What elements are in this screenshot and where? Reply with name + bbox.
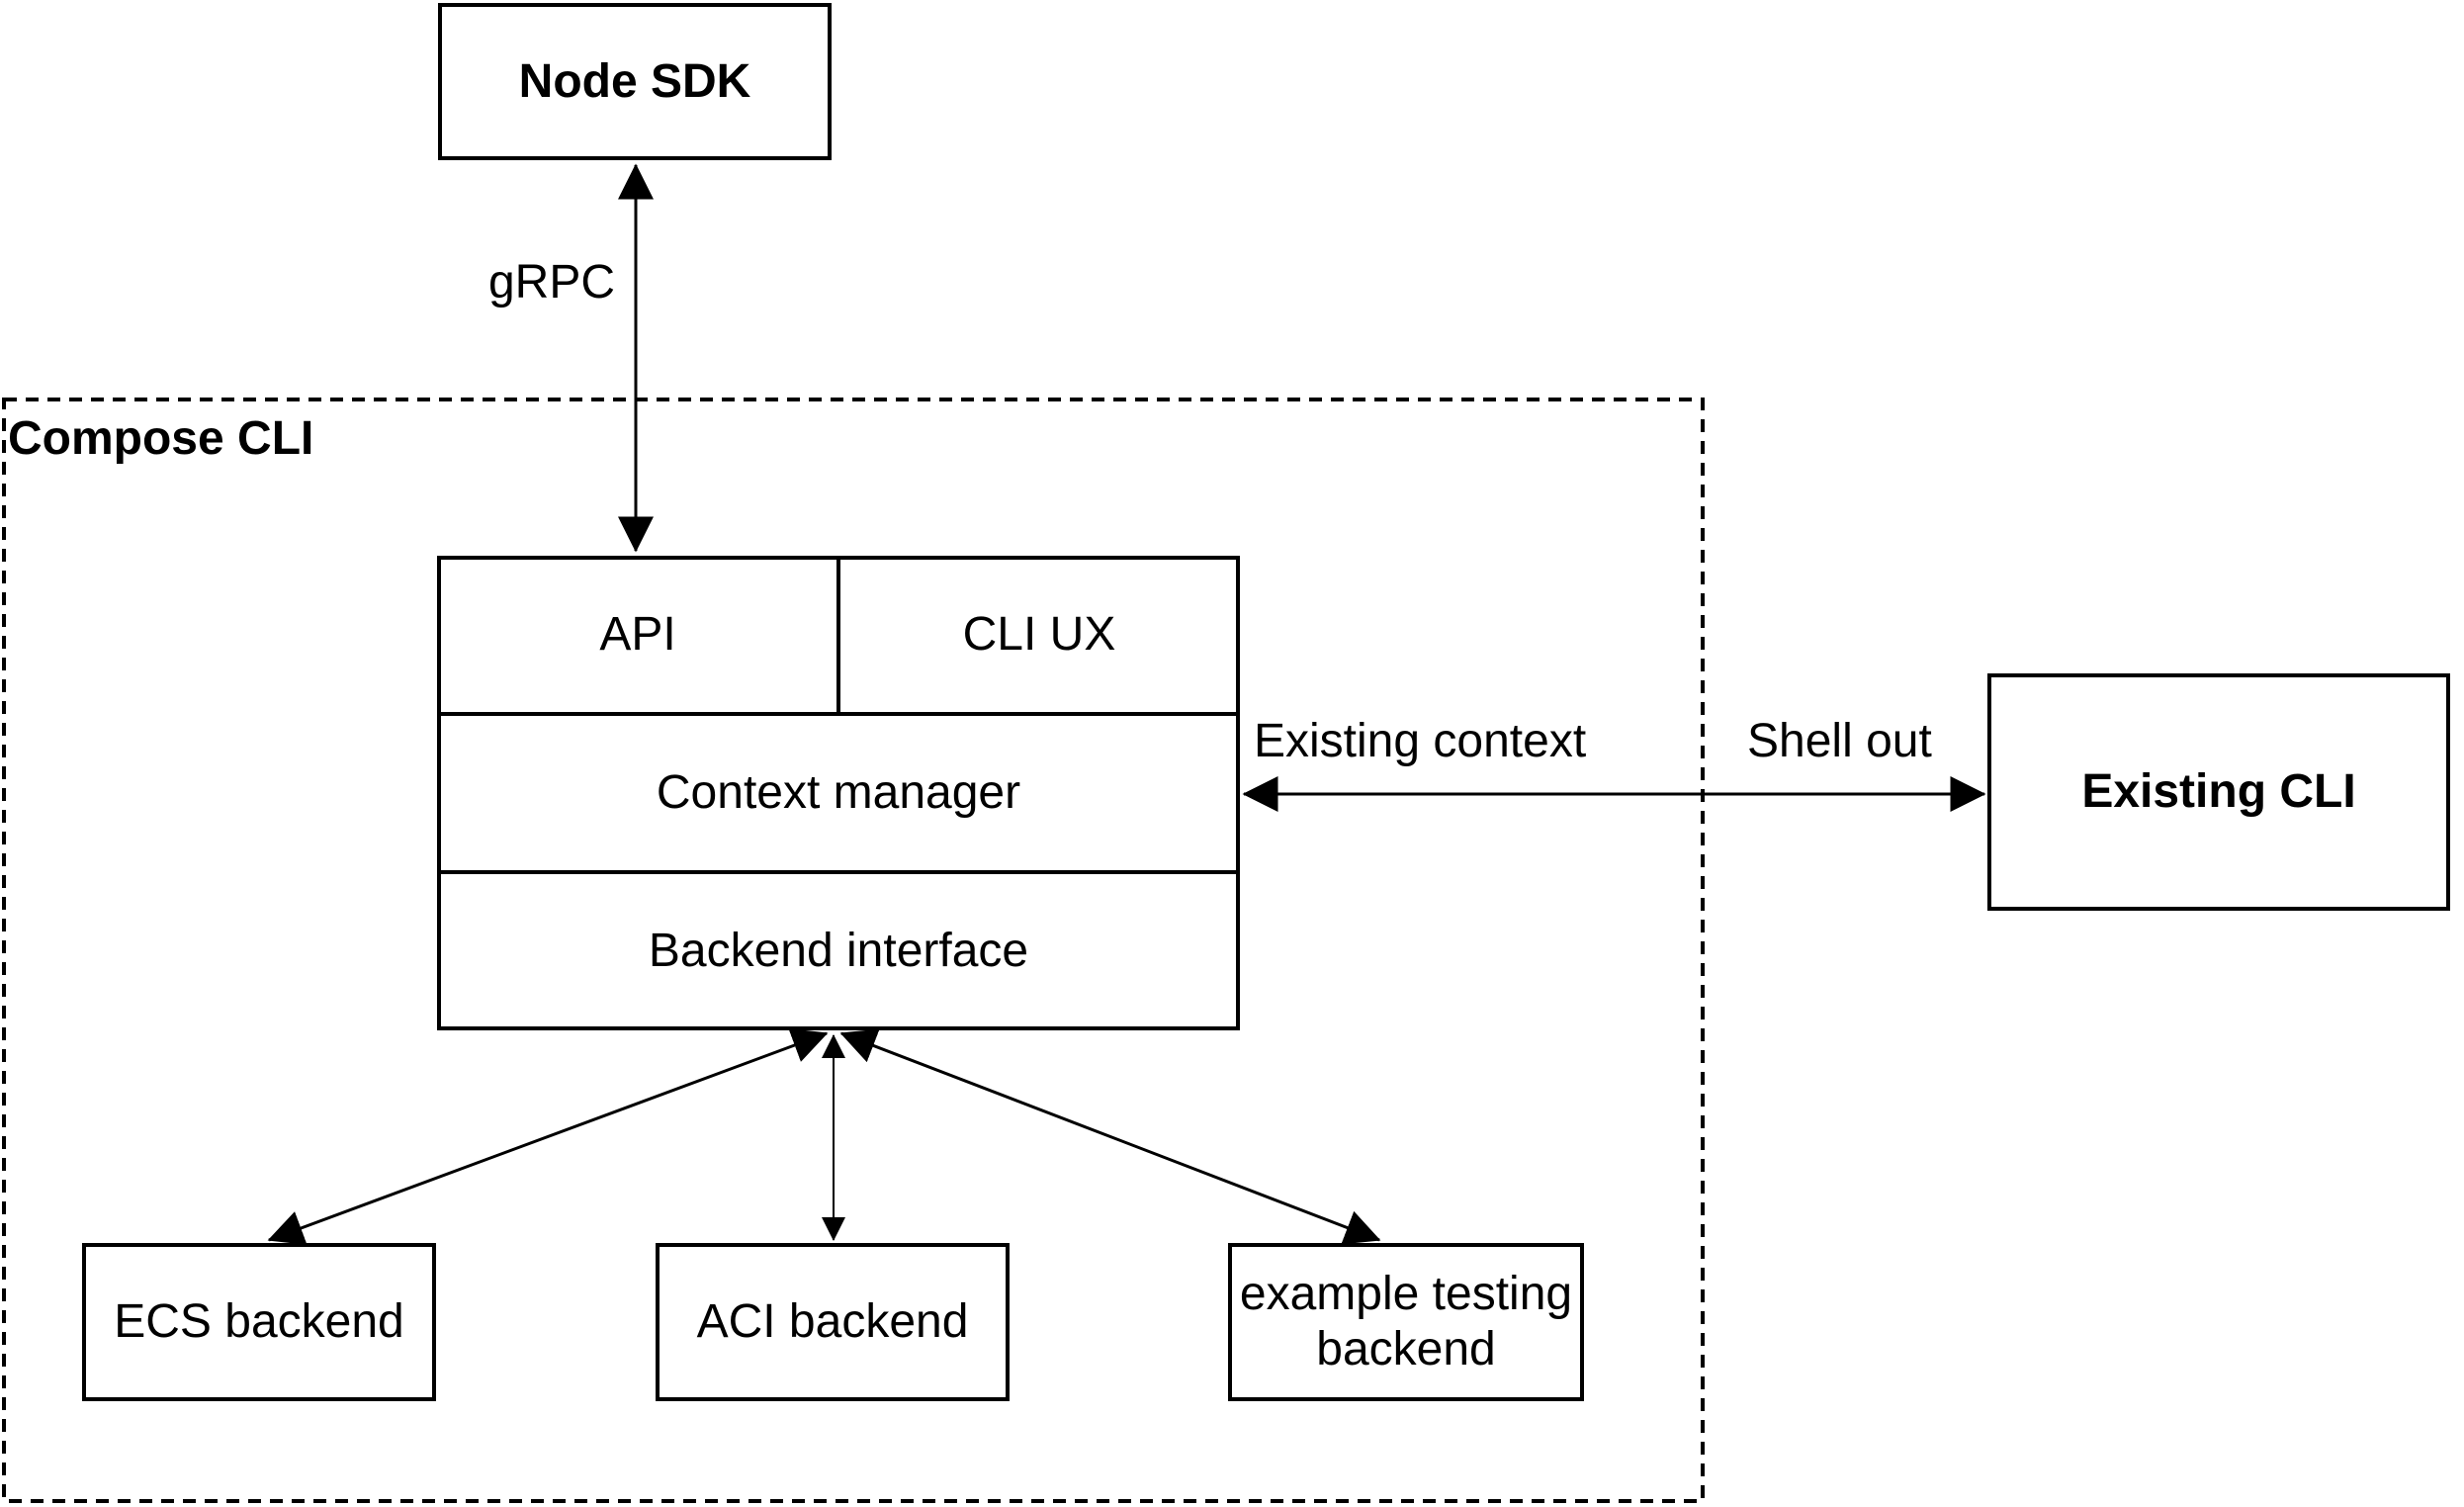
cli-ux-label: CLI UX (962, 608, 1116, 661)
backend-interface-label: Backend interface (648, 925, 1029, 977)
existing-cli-label: Existing CLI (2081, 765, 2356, 818)
existing-cli-box: Existing CLI (1987, 673, 2450, 911)
cli-ux-cell: CLI UX (838, 556, 1240, 714)
aci-backend-box: ACI backend (656, 1243, 1010, 1401)
example-testing-backend-box: example testing backend (1228, 1243, 1584, 1401)
ecs-backend-box: ECS backend (82, 1243, 436, 1401)
stack-divider-row2 (437, 870, 1240, 874)
backend-example-arrow (839, 1028, 1381, 1245)
grpc-label-text: gRPC (487, 256, 615, 309)
api-cell: API (437, 556, 838, 714)
shell-out-label-text: Shell out (1747, 715, 1932, 767)
node-sdk-label: Node SDK (518, 54, 751, 108)
stack-divider-api-cliux (836, 556, 840, 714)
api-label: API (599, 608, 676, 661)
shell-out-edge-label: Shell out (1747, 714, 1932, 769)
compose-cli-container-border (2, 398, 1705, 1503)
context-manager-cell: Context manager (437, 714, 1240, 872)
stack-divider-row1 (437, 712, 1240, 716)
grpc-edge-label: gRPC (417, 255, 615, 310)
example-testing-backend-label: example testing backend (1239, 1268, 1573, 1375)
backend-interface-cell: Backend interface (437, 872, 1240, 1030)
ecs-backend-label: ECS backend (114, 1295, 404, 1348)
existing-context-label-text: Existing context (1254, 715, 1587, 767)
context-manager-label: Context manager (656, 766, 1021, 819)
node-sdk-box: Node SDK (438, 3, 832, 160)
compose-cli-container-label: Compose CLI (8, 412, 314, 465)
backend-ecs-arrow (267, 1028, 829, 1245)
existing-context-edge-label: Existing context (1254, 714, 1586, 769)
aci-backend-label: ACI backend (696, 1295, 969, 1348)
